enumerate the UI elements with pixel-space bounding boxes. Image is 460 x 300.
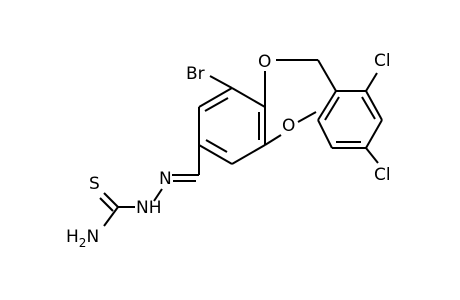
- bond: [103, 206, 119, 227]
- bond: [231, 87, 266, 108]
- bromine-label: Br: [186, 64, 205, 84]
- chlorine-bottom-label: Cl: [374, 165, 391, 185]
- ether-oxygen-label: O: [258, 52, 271, 72]
- amine-h: H: [66, 227, 79, 247]
- dichlorophenyl-ring: [317, 90, 383, 149]
- nh-label: NH: [136, 198, 162, 218]
- bond: [365, 72, 378, 92]
- double-bond: [205, 139, 228, 153]
- bond: [198, 87, 233, 108]
- bond: [365, 147, 379, 164]
- bond: [365, 90, 383, 121]
- bond: [153, 188, 163, 202]
- bond: [198, 144, 233, 165]
- bond: [365, 119, 383, 149]
- amine-label: H2N: [66, 227, 99, 250]
- bond: [209, 75, 233, 89]
- amine-subscript: 2: [79, 236, 87, 250]
- double-bond: [103, 192, 119, 208]
- double-bond: [204, 97, 229, 112]
- bond: [231, 144, 266, 165]
- double-bond: [324, 96, 340, 121]
- chlorine-top-label: Cl: [374, 51, 391, 71]
- bond: [317, 119, 333, 149]
- bond: [264, 134, 282, 146]
- bond: [317, 90, 337, 121]
- sulfur-label: S: [89, 174, 100, 194]
- central-ring: [198, 87, 266, 165]
- double-bond: [361, 96, 376, 120]
- imine-nitrogen-label: N: [159, 169, 172, 189]
- methoxy-oxygen-label: O: [282, 116, 295, 136]
- double-bond: [99, 197, 114, 212]
- amine-n: N: [86, 227, 99, 247]
- bond: [297, 111, 317, 123]
- bond: [317, 59, 337, 92]
